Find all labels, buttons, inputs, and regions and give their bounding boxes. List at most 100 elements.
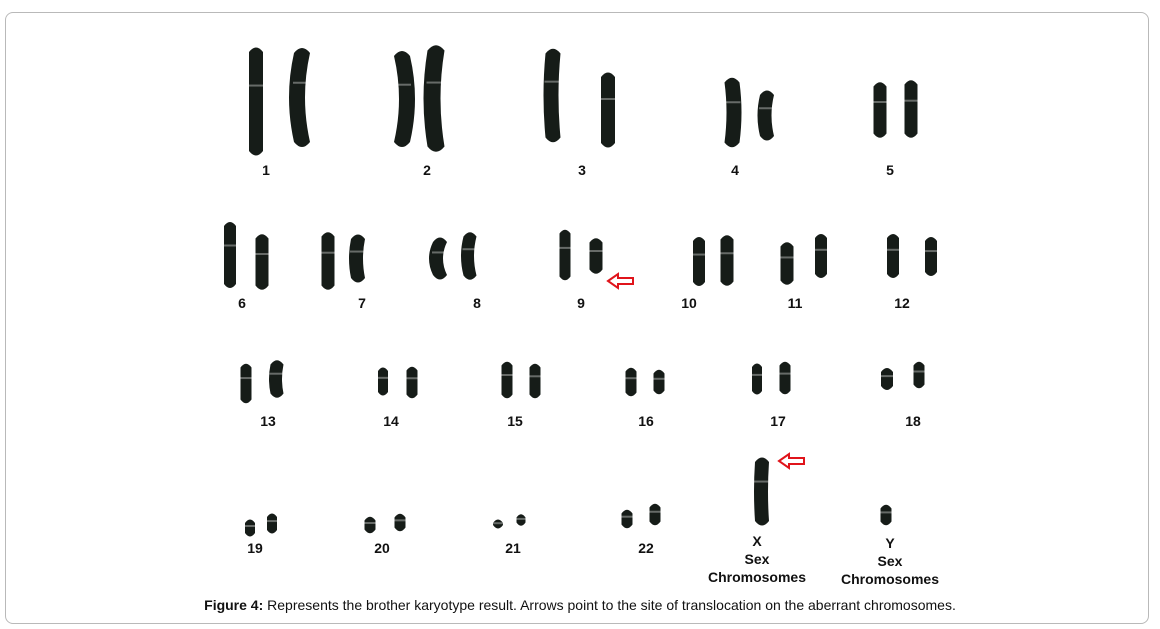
chromosome-15-b [529, 363, 541, 399]
chromosome-12-a [887, 234, 899, 278]
chromosome-3-a [543, 48, 561, 143]
centromere-band [652, 377, 666, 380]
centromere-band [880, 375, 894, 378]
chromosome-22-a [621, 509, 633, 529]
chromosome-2-a [394, 51, 415, 147]
chromosome-10-b [720, 235, 734, 286]
centromere-band [719, 252, 735, 255]
chromosome-6-b [255, 234, 269, 290]
chromosome-label-2: 2 [423, 162, 431, 178]
chromosome-2-b [423, 45, 445, 152]
centromere-band [405, 377, 419, 380]
chromosome-label-9: 9 [577, 295, 585, 311]
centromere-band [692, 253, 706, 256]
chromosomes-label-y: Chromosomes [840, 571, 940, 587]
centromere-band [879, 511, 893, 514]
chromosome-label-1: 1 [262, 162, 270, 178]
translocation-arrow-icon [606, 272, 634, 290]
centromere-band [377, 376, 389, 379]
chromosomes-label-x: Chromosomes [707, 569, 807, 585]
chromosome-11-b [815, 234, 827, 278]
centromere-band [350, 250, 366, 253]
chromosome-17-a [752, 363, 762, 395]
chromosome-7-a [321, 232, 335, 290]
chromosome-4-a [724, 77, 742, 148]
chromosome-3-b [601, 72, 615, 148]
centromere-band [500, 374, 514, 376]
centromere-band [254, 253, 270, 255]
centromere-band [778, 372, 792, 375]
chromosome-7-b [349, 234, 365, 283]
chromosome-20-a [364, 516, 376, 534]
centromere-band [648, 510, 662, 513]
sex-label-y: Sex [877, 553, 903, 569]
centromere-band [320, 251, 336, 254]
chromosome-label-x: X [752, 533, 762, 549]
figure-caption: Figure 4: Represents the brother karyoty… [0, 597, 1160, 613]
chromosome-16-a [625, 367, 637, 397]
chromosome-16-b [653, 369, 665, 395]
chromosome-10-a [693, 237, 705, 286]
chromosome-label-17: 17 [770, 413, 786, 429]
chromosome-21-a [493, 519, 503, 529]
chromosome-label-8: 8 [473, 295, 481, 311]
centromere-band [432, 251, 448, 254]
chromosome-label-y: Y [885, 535, 895, 551]
centromere-band [515, 517, 527, 520]
chromosome-13-b [269, 360, 284, 398]
chromosome-label-13: 13 [260, 413, 276, 429]
chromosome-label-7: 7 [358, 295, 366, 311]
chromosome-17-b [779, 361, 791, 395]
chromosome-8-b [461, 232, 477, 280]
centromere-band [462, 248, 478, 251]
centromere-band [426, 81, 446, 84]
chromosome-11-a [780, 242, 794, 285]
chromosome-label-16: 16 [638, 413, 654, 429]
centromere-band [393, 83, 411, 86]
centromere-band [588, 250, 604, 252]
chromosome-9-b [589, 238, 603, 274]
chromosome-label-18: 18 [905, 413, 921, 429]
chromosome-14-b [406, 366, 418, 399]
chromosome-13-a [240, 363, 252, 404]
chromosome-5-a [873, 82, 887, 138]
chromosome-8-a [429, 237, 447, 280]
chromosome-label-3: 3 [578, 162, 586, 178]
centromere-band [903, 99, 919, 102]
centromere-band [620, 515, 634, 518]
centromere-band [248, 84, 264, 87]
centromere-band [600, 98, 616, 100]
centromere-band [293, 81, 311, 84]
chromosome-label-20: 20 [374, 540, 390, 556]
centromere-band [244, 525, 256, 527]
centromere-band [723, 101, 741, 104]
centromere-band [912, 370, 926, 373]
chromosome-5-b [904, 80, 918, 138]
chromosome-19-a [245, 519, 255, 537]
chromosome-21-b [516, 514, 526, 526]
figure-frame [5, 12, 1149, 624]
centromere-band [393, 519, 407, 522]
chromosome-9-a [559, 229, 571, 281]
chromosome-label-4: 4 [731, 162, 739, 178]
chromosome-label-12: 12 [894, 295, 910, 311]
chromosome-y [880, 504, 892, 526]
centromere-band [624, 377, 638, 380]
chromosome-label-15: 15 [507, 413, 523, 429]
chromosome-15-a [501, 361, 513, 399]
chromosome-18-a [881, 368, 893, 390]
chromosome-x [754, 457, 769, 526]
chromosome-label-19: 19 [247, 540, 263, 556]
centromere-band [759, 107, 775, 110]
chromosome-label-10: 10 [681, 295, 697, 311]
centromere-band [872, 101, 888, 103]
chromosome-4-b [757, 90, 774, 141]
centromere-band [266, 520, 278, 523]
chromosome-label-11: 11 [787, 295, 803, 311]
centromere-band [814, 248, 828, 251]
centromere-band [751, 373, 763, 376]
centromere-band [223, 244, 237, 247]
centromere-band [544, 80, 562, 83]
sex-label-x: Sex [744, 551, 770, 567]
chromosome-label-21: 21 [505, 540, 521, 556]
